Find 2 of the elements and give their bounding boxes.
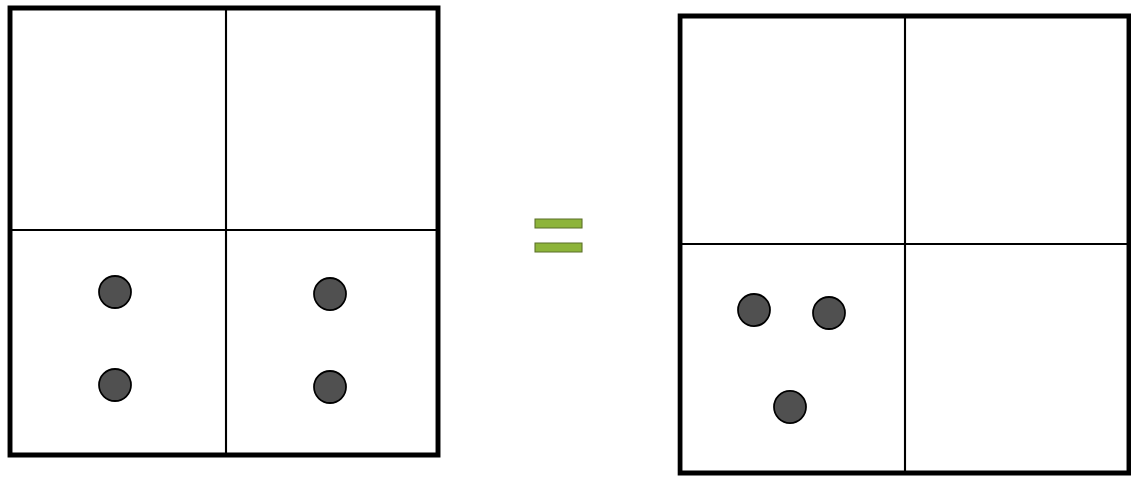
grid-box xyxy=(677,13,1131,476)
grid-box xyxy=(7,5,441,458)
